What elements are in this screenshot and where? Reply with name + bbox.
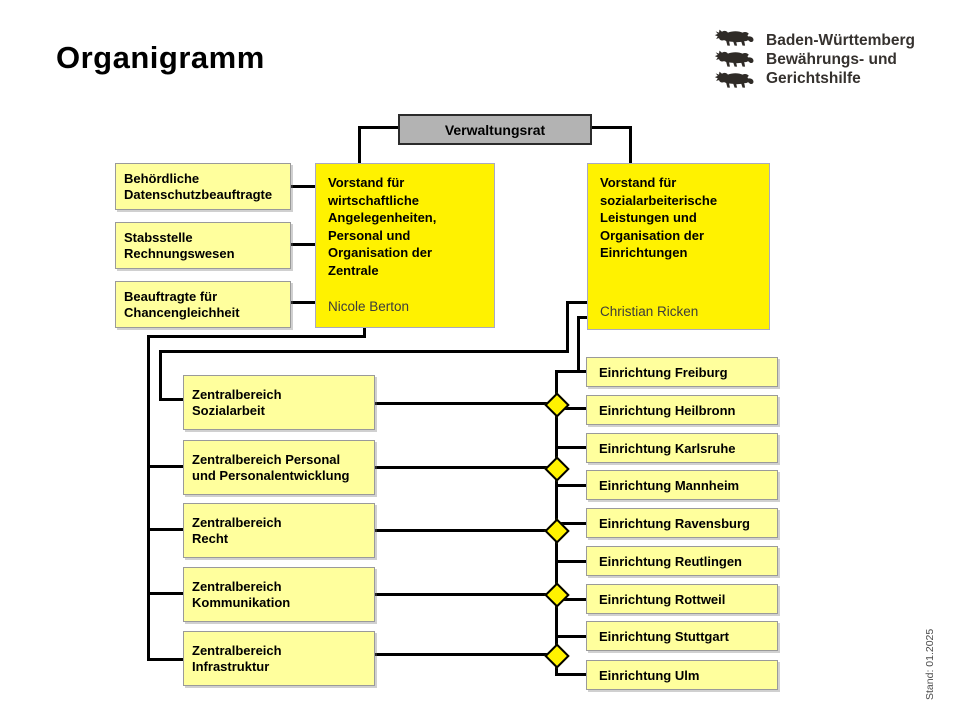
connector-line [358, 126, 400, 129]
staff-unit-chancengleichheit: Beauftragte für Chancengleichheit [115, 281, 291, 328]
staff-unit-datenschutz: Behördliche Datenschutzbeauftragte [115, 163, 291, 210]
connector-line [555, 446, 586, 449]
connector-line [555, 635, 586, 638]
connector-line [147, 465, 183, 468]
diamond-connector-icon [544, 643, 570, 669]
connector-line [577, 316, 587, 319]
connector-line [566, 301, 587, 304]
facility-rottweil: Einrichtung Rottweil [586, 584, 778, 614]
lion-icon [714, 50, 754, 67]
facility-stuttgart: Einrichtung Stuttgart [586, 621, 778, 651]
connector-line [566, 301, 569, 353]
facility-ravensburg: Einrichtung Ravensburg [586, 508, 778, 538]
connector-line [590, 126, 632, 129]
board-label: Verwaltungsrat [444, 121, 546, 138]
connector-line [290, 243, 316, 246]
connector-line [290, 185, 316, 188]
connector-line [159, 398, 183, 401]
version-note: Stand: 01.2025 [924, 628, 936, 700]
facility-heilbronn: Einrichtung Heilbronn [586, 395, 778, 425]
executive-name: Christian Ricken [600, 304, 699, 319]
connector-line [555, 598, 586, 601]
lion-icon [714, 29, 754, 46]
connector-line [629, 126, 632, 164]
facility-mannheim: Einrichtung Mannheim [586, 470, 778, 500]
connector-line [147, 335, 150, 661]
connector-line [363, 328, 366, 338]
connector-line [375, 653, 551, 656]
executive-title: Vorstand für wirtschaftliche Angelegenhe… [328, 175, 437, 278]
facility-karlsruhe: Einrichtung Karlsruhe [586, 433, 778, 463]
connector-line [555, 370, 586, 373]
organization-name: Baden-Württemberg Bewährungs- und Gerich… [766, 31, 915, 87]
connector-line [159, 350, 162, 401]
connector-line [147, 528, 183, 531]
central-unit-personal: Zentralbereich Personal und Personalentw… [183, 440, 375, 495]
central-unit-sozialarbeit: Zentralbereich Sozialarbeit [183, 375, 375, 430]
connector-line [555, 484, 586, 487]
diamond-connector-icon [544, 456, 570, 482]
page-title: Organigramm [56, 40, 265, 75]
diamond-connector-icon [544, 392, 570, 418]
connector-line [358, 126, 361, 164]
connector-line [290, 301, 316, 304]
connector-line [375, 593, 551, 596]
central-unit-infrastruktur: Zentralbereich Infrastruktur [183, 631, 375, 686]
board-box: Verwaltungsrat [398, 114, 592, 145]
lion-icon [714, 71, 754, 88]
connector-line [375, 402, 551, 405]
connector-line [555, 560, 586, 563]
executive-title: Vorstand für sozialarbeiterische Leistun… [600, 175, 718, 260]
connector-line [555, 673, 586, 676]
connector-line [577, 316, 580, 373]
facility-freiburg: Einrichtung Freiburg [586, 357, 778, 387]
connector-line [375, 466, 551, 469]
executive-box-social: Vorstand für sozialarbeiterische Leistun… [587, 163, 770, 330]
connector-line [555, 407, 586, 410]
organization-logo: Baden-Württemberg Bewährungs- und Gerich… [714, 26, 944, 92]
staff-unit-rechnungswesen: Stabsstelle Rechnungswesen [115, 222, 291, 269]
connector-line [159, 350, 569, 353]
coat-of-arms-lions-icon [714, 29, 756, 90]
facility-ulm: Einrichtung Ulm [586, 660, 778, 690]
central-unit-kommunikation: Zentralbereich Kommunikation [183, 567, 375, 622]
executive-box-economic: Vorstand für wirtschaftliche Angelegenhe… [315, 163, 495, 328]
connector-line [147, 335, 366, 338]
connector-line [147, 658, 183, 661]
facility-reutlingen: Einrichtung Reutlingen [586, 546, 778, 576]
central-unit-recht: Zentralbereich Recht [183, 503, 375, 558]
diamond-connector-icon [544, 582, 570, 608]
executive-name: Nicole Berton [328, 299, 410, 314]
connector-line [147, 592, 183, 595]
connector-line [555, 522, 586, 525]
connector-line [375, 529, 551, 532]
